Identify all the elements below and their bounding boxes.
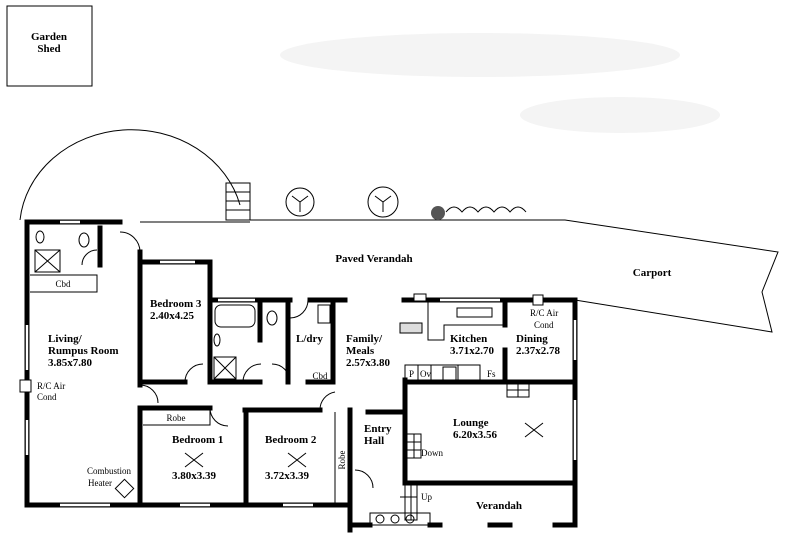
- bedroom2-size: 3.72x3.39: [265, 470, 310, 482]
- living-room-label: Rumpus Room: [48, 345, 119, 357]
- bath-icon: [214, 304, 256, 328]
- ceiling-fan-icon: [184, 452, 204, 468]
- lounge-size: 6.20x3.56: [453, 429, 498, 441]
- shrub-icon: [431, 206, 527, 220]
- basin-icon: [35, 230, 45, 244]
- garden-shed-label: Garden: [31, 31, 67, 43]
- basin-icon: [213, 333, 221, 347]
- heater-icon: [114, 478, 135, 499]
- stairs-up-icon: [400, 484, 418, 521]
- cbd-label: Cbd: [55, 279, 71, 289]
- bedroom3-size: 2.40x4.25: [150, 310, 195, 322]
- ac-label: R/C Air: [530, 308, 558, 318]
- shower-icon: [213, 356, 237, 380]
- bedroom1-label: Bedroom 1: [172, 434, 223, 446]
- robe-label: Robe: [337, 450, 347, 469]
- kitchen-label: Kitchen: [450, 333, 487, 345]
- garden-shed: Garden Shed: [6, 5, 93, 87]
- hot-water-icon: [413, 293, 427, 302]
- stairs-down-icon: [406, 433, 422, 459]
- kitchen-bench: [404, 300, 505, 383]
- cbd-label: Cbd: [312, 371, 328, 381]
- background-smudge: [280, 33, 680, 77]
- toilet-icon: [78, 232, 90, 248]
- shower-icon: [34, 249, 61, 273]
- planter-icons: [369, 512, 431, 526]
- stairs-down-label: Down: [421, 448, 443, 458]
- stairs-up-label: Up: [421, 492, 432, 502]
- pantry-label: P: [409, 369, 414, 379]
- oven-label: Ov: [420, 369, 431, 379]
- paved-verandah-label: Paved Verandah: [335, 253, 412, 265]
- tree-icon: [367, 186, 399, 218]
- tree-icon: [285, 187, 315, 217]
- ac-unit-icon: [532, 294, 544, 306]
- cooktop-icon: [399, 322, 423, 334]
- bedroom1-size: 3.80x3.39: [172, 470, 217, 482]
- verandah-label: Verandah: [476, 500, 522, 512]
- background-smudge: [520, 97, 720, 133]
- heater-label: Combustion: [87, 466, 132, 476]
- ac-label: Cond: [534, 320, 554, 330]
- laundry-tub-icon: [317, 304, 331, 324]
- lounge-label: Lounge: [453, 417, 489, 429]
- stairs-icon: [506, 382, 530, 398]
- bedroom3-label: Bedroom 3: [150, 298, 202, 310]
- windows: [25, 220, 577, 507]
- heater-label: Heater: [88, 478, 112, 488]
- ac-label: Cond: [37, 392, 57, 402]
- fridge-space-label: Fs: [487, 369, 496, 379]
- ceiling-fan-icon: [524, 422, 544, 438]
- bedroom2-label: Bedroom 2: [265, 434, 317, 446]
- carport-label: Carport: [633, 267, 672, 279]
- doors: [81, 231, 374, 489]
- paved-verandah-outline: [19, 129, 779, 333]
- laundry-label: L/dry: [296, 333, 323, 345]
- garden-shed-label: Shed: [37, 43, 60, 55]
- living-room-label: Living/: [48, 333, 83, 345]
- family-label: Meals: [346, 345, 375, 357]
- ac-unit-icon: [19, 379, 32, 393]
- ac-label: R/C Air: [37, 381, 65, 391]
- living-room-size: 3.85x7.80: [48, 357, 93, 369]
- dining-label: Dining: [516, 333, 548, 345]
- family-size: 2.57x3.80: [346, 357, 391, 369]
- dining-size: 2.37x2.78: [516, 345, 561, 357]
- robe-label: Robe: [167, 413, 186, 423]
- entry-hall-label: Entry: [364, 423, 392, 435]
- ceiling-fan-icon: [287, 452, 307, 468]
- entry-hall-label: Hall: [364, 435, 384, 447]
- toilet-icon: [266, 310, 278, 326]
- kitchen-size: 3.71x2.70: [450, 345, 495, 357]
- family-label: Family/: [346, 333, 383, 345]
- garden-steps: [225, 182, 251, 221]
